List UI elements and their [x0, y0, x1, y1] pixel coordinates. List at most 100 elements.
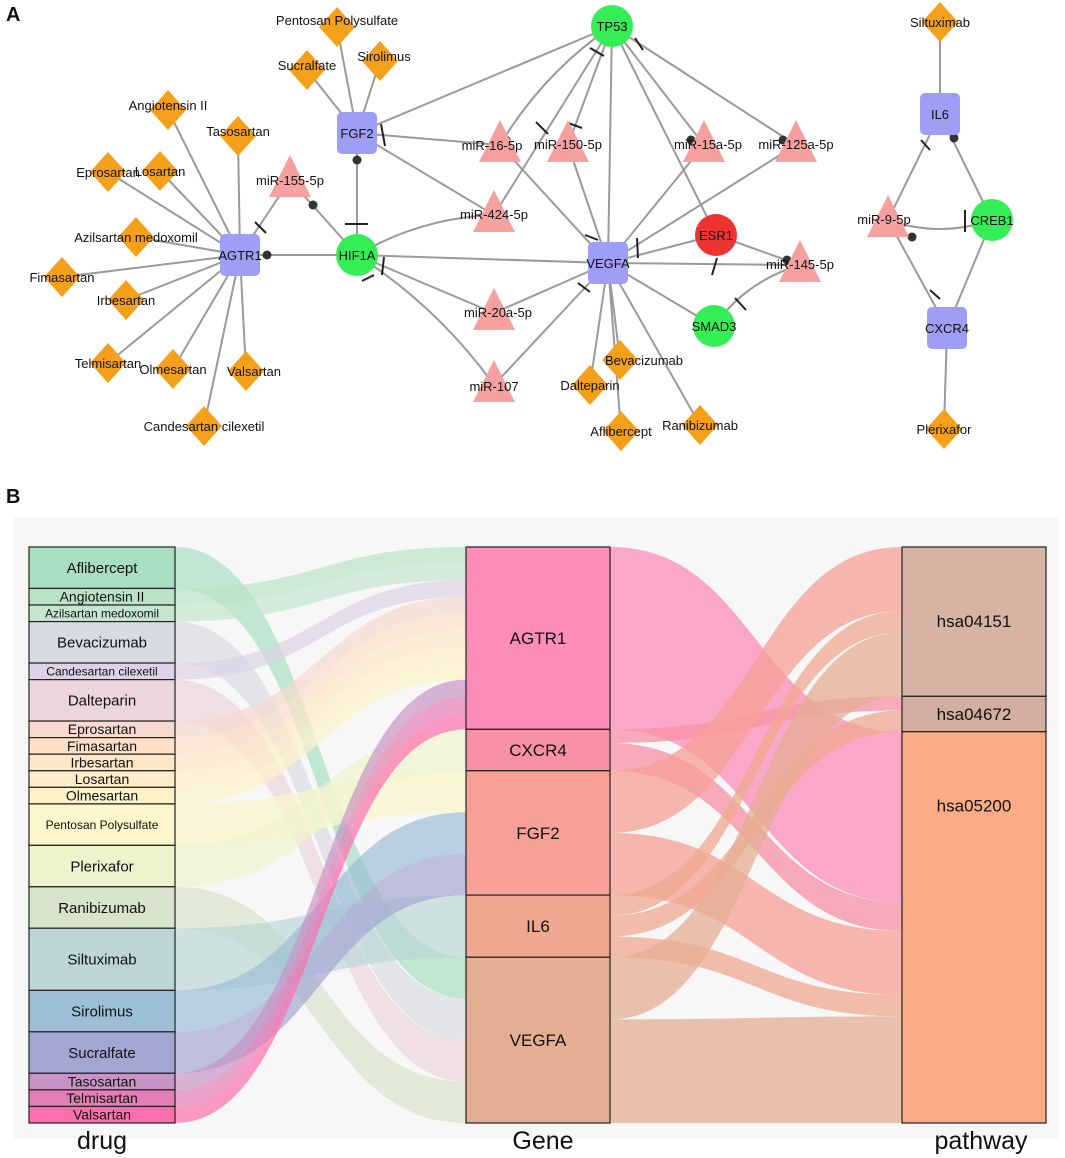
- node-dalteparin: Dalteparin: [560, 365, 620, 405]
- link-candesartan-cilexetil-agtr1: [175, 580, 466, 680]
- edge-inhibit-marker: [577, 282, 591, 293]
- node-siltuximab: Siltuximab: [910, 2, 970, 42]
- edge-inhibit-marker: [634, 37, 644, 51]
- sankey-node-label: Dalteparin: [68, 693, 136, 710]
- sankey-node-box: [28, 679, 176, 722]
- node-mir-20a-5p: miR-20a-5p: [464, 288, 532, 330]
- edge-inhibit-marker: [381, 256, 385, 276]
- edge-dot-marker: [949, 133, 959, 143]
- node-label: Tasosartan: [206, 124, 270, 139]
- sankey-node-label: Plerixafor: [70, 858, 133, 875]
- sankey-node-box: [465, 894, 611, 958]
- drug-node-plerixafor: Plerixafor: [28, 844, 176, 888]
- node-triangle-shape: [473, 360, 515, 402]
- sankey-node-label: Telmisartan: [66, 1090, 138, 1106]
- node-diamond-shape: [926, 409, 962, 449]
- node-label: HIF1A: [339, 248, 376, 263]
- node-fgf2: FGF2: [337, 112, 377, 154]
- network-edge-tp53-mir-15a-5p: [611, 25, 705, 146]
- network-edge-ranibizumab-vegfa: [607, 262, 701, 426]
- node-label: miR-20a-5p: [464, 305, 532, 320]
- node-mir-107: miR-107: [469, 360, 519, 402]
- node-diamond-shape: [220, 116, 256, 156]
- sankey-node-label: Azilsartan medoxomil: [45, 607, 159, 621]
- sankey-node-label: Sirolimus: [71, 1003, 133, 1020]
- node-triangle-shape: [683, 120, 725, 162]
- sankey-node-label: CXCR4: [509, 741, 567, 760]
- node-label: VEGFA: [586, 256, 630, 271]
- node-esr1: ESR1: [695, 214, 737, 256]
- node-label: ESR1: [699, 228, 733, 243]
- node-label: Telmisartan: [75, 356, 141, 371]
- edge-inhibit-marker: [711, 257, 718, 276]
- drug-node-telmisartan: Telmisartan: [28, 1089, 176, 1108]
- edge-inhibit-marker: [589, 47, 605, 57]
- node-circle-shape: [971, 199, 1013, 241]
- node-label: TP53: [596, 19, 627, 34]
- node-circle-shape: [693, 305, 735, 347]
- node-mir-150-5p: miR-150-5p: [534, 120, 602, 162]
- sankey-node-box: [465, 770, 611, 896]
- link-tasosartan-agtr1: [175, 679, 466, 1090]
- node-label: miR-107: [469, 379, 518, 394]
- node-square-shape: [920, 93, 960, 135]
- node-diamond-shape: [90, 343, 126, 383]
- node-agtr1: AGTR1: [218, 234, 262, 276]
- node-tasosartan: Tasosartan: [206, 116, 270, 156]
- node-diamond-shape: [602, 340, 638, 380]
- link-azilsartan-medoxomil-agtr1: [175, 563, 466, 622]
- node-tp53: TP53: [591, 5, 633, 47]
- node-label: Sirolimus: [357, 49, 411, 64]
- drug-node-angiotensin-ii: Angiotensin II: [28, 587, 176, 606]
- node-label: CXCR4: [925, 321, 969, 336]
- link-olmesartan-agtr1: [175, 663, 466, 804]
- sankey-node-label: Angiotensin II: [60, 589, 145, 605]
- sankey-node-label: Olmesartan: [66, 788, 138, 804]
- link-telmisartan-agtr1: [175, 696, 466, 1107]
- node-mir-16-5p: miR-16-5p: [462, 120, 522, 162]
- node-diamond-shape: [155, 349, 191, 389]
- link-bevacizumab-vegfa: [175, 621, 466, 1041]
- node-smad3: SMAD3: [692, 305, 736, 347]
- node-diamond-shape: [289, 50, 325, 90]
- sankey-node-label: Irbesartan: [70, 754, 133, 770]
- node-label: CREB1: [970, 213, 1013, 228]
- sankey-node-label: Pentosan Polysulfate: [46, 818, 159, 832]
- node-diamond-shape: [682, 405, 718, 445]
- node-square-shape: [588, 242, 628, 284]
- sankey-node-label: Losartan: [75, 771, 129, 787]
- sankey-node-box: [901, 695, 1047, 733]
- sankey-node-box: [465, 546, 611, 730]
- node-diamond-shape: [228, 351, 264, 391]
- node-diamond-shape: [186, 406, 222, 446]
- drug-node-azilsartan-medoxomil: Azilsartan medoxomil: [28, 604, 176, 623]
- network-edge-tp53-fgf2: [356, 25, 613, 134]
- node-sirolimus: Sirolimus: [357, 41, 411, 81]
- node-label: miR-15a-5p: [674, 137, 742, 152]
- node-square-shape: [927, 307, 967, 349]
- link-irbesartan-agtr1: [175, 629, 466, 771]
- node-aflibercept: Aflibercept: [590, 411, 652, 451]
- node-ranibizumab: Ranibizumab: [662, 405, 738, 445]
- node-diamond-shape: [142, 151, 178, 191]
- node-mir-15a-5p: miR-15a-5p: [674, 120, 742, 162]
- node-diamond-shape: [603, 411, 639, 451]
- network-edge-candesartan-cilexetil-agtr1: [203, 254, 241, 427]
- edge-inhibit-marker: [920, 139, 931, 151]
- node-triangle-shape: [867, 195, 909, 237]
- column-label-gene: Gene: [512, 1127, 573, 1155]
- node-label: IL6: [931, 107, 949, 122]
- drug-node-aflibercept: Aflibercept: [28, 546, 176, 590]
- node-label: Losartan: [135, 164, 186, 179]
- node-triangle-shape: [479, 120, 521, 162]
- node-mir-145-5p: miR-145-5p: [766, 240, 834, 282]
- link-losartan-agtr1: [175, 646, 466, 788]
- node-label: miR-155-5p: [256, 173, 324, 188]
- node-label: Candesartan cilexetil: [144, 419, 265, 434]
- edge-inhibit-marker: [636, 237, 639, 259]
- sankey-node-label: AGTR1: [510, 629, 567, 648]
- network-edge-mir-16-5p-fgf2: [356, 132, 501, 146]
- network-edge-mir-125a-5p-vegfa: [607, 144, 797, 264]
- edge-inhibit-marker: [567, 122, 583, 129]
